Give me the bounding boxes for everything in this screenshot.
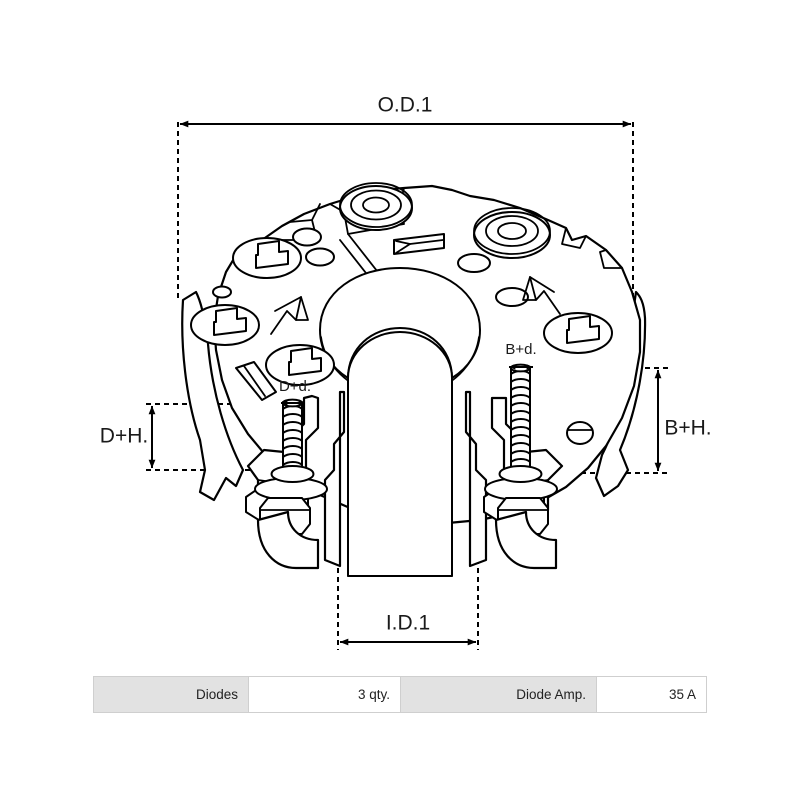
- boss-left-outer-top: [339, 182, 413, 228]
- left-clamp-hook: [256, 510, 320, 570]
- hub-tube: [347, 331, 453, 577]
- spec-table: Diodes 3 qty. Diode Amp. 35 A: [93, 676, 707, 713]
- diode-upper-left: [232, 237, 302, 279]
- diode-right: [543, 312, 613, 354]
- right-clamp-hook: [494, 510, 558, 570]
- mould-arrow-right: [522, 276, 561, 315]
- vent-hole-2: [305, 247, 335, 267]
- spec-cell-diode-amp-value: 35 A: [596, 676, 707, 713]
- technical-drawing-area: O.D.1 I.D.1 D+H. B+H. D+d. B+d.: [100, 94, 712, 650]
- vent-hole-6: [566, 421, 594, 445]
- mould-arrow-left-wing: [295, 296, 309, 321]
- dimension-annotations: O.D.1 I.D.1 D+H. B+H. D+d. B+d.: [100, 94, 712, 646]
- spec-cell-diode-amp-label: Diode Amp.: [400, 676, 596, 713]
- right-stud-head: [498, 465, 543, 483]
- boss-left-mid: [350, 189, 402, 221]
- mounting-boss-right: [473, 207, 551, 259]
- terminal-slot-line: [409, 239, 444, 245]
- diode-left: [190, 304, 260, 346]
- diode-clip: [288, 347, 322, 376]
- diode-lower-left: [265, 344, 335, 386]
- left-stud-head: [270, 465, 315, 483]
- right-lug-vertical-web: [464, 390, 488, 568]
- terminal-slot: [393, 233, 445, 255]
- spec-cell-diodes-value: 3 qty.: [248, 676, 400, 713]
- diode-clip: [213, 307, 247, 336]
- rectifier-drawing-svg: O.D.1 I.D.1 D+H. B+H. D+d. B+d.: [100, 94, 712, 650]
- terminal-slot-body: [393, 233, 445, 255]
- raised-bar-edge: [243, 365, 266, 397]
- mounting-boss-left: [339, 182, 413, 231]
- vent-hole-1: [292, 227, 322, 247]
- left-lug-vertical-web: [323, 390, 346, 568]
- raised-bar: [235, 361, 277, 401]
- rectifier-body: [181, 182, 647, 577]
- boss-right-outer-top: [473, 207, 551, 255]
- diode-clip: [566, 315, 600, 344]
- left-stud-shank: [282, 401, 303, 469]
- mould-arrow-right-wing: [522, 276, 537, 301]
- boss-right-outer: [473, 211, 551, 259]
- body-ridge-upper-left: [281, 203, 321, 227]
- dim-label-od: O.D.1: [378, 94, 433, 117]
- dim-label-bh: B+H.: [664, 417, 711, 440]
- vent-hole-5: [495, 287, 529, 307]
- dim-label-bd: B+d.: [505, 341, 536, 358]
- body-ridge-upper-right: [561, 227, 587, 249]
- boss-left-hole: [362, 196, 390, 214]
- body-ridge-right-step: [599, 249, 623, 269]
- boss-right-mid: [485, 215, 539, 247]
- dim-label-id: I.D.1: [386, 612, 430, 635]
- vent-hole-4: [457, 253, 491, 273]
- dim-label-dh: D+H.: [100, 425, 148, 448]
- vent-hole-3: [212, 285, 232, 299]
- diode-clip: [255, 240, 289, 269]
- dim-label-dd: D+d.: [279, 378, 311, 395]
- mould-arrow-left: [270, 296, 309, 335]
- spec-cell-diodes-label: Diodes: [93, 676, 248, 713]
- right-stud-threads: [510, 370, 531, 463]
- boss-right-hole: [497, 222, 527, 240]
